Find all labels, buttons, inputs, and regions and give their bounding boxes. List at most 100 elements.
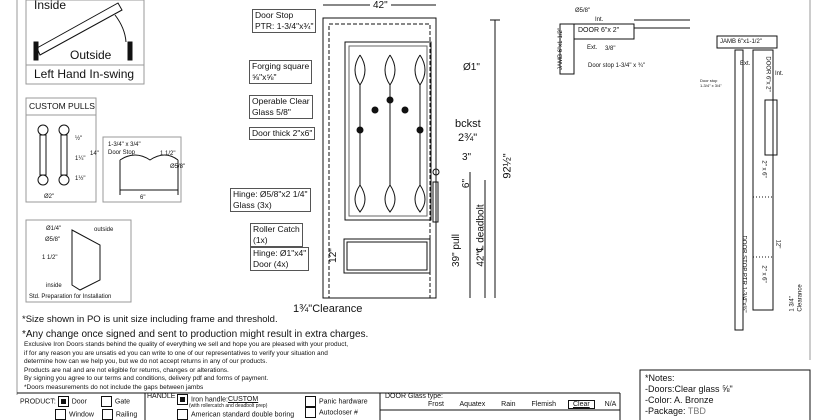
- glass-flemish[interactable]: Flemish: [531, 401, 557, 408]
- dim-3: 3": [462, 152, 472, 163]
- int-label: Int.: [595, 17, 604, 23]
- pull-dim: 14": [90, 151, 99, 157]
- door-stop-callout: Door Stop PTR: 1-3/4"x¾": [252, 9, 317, 33]
- notes-package-value: TBD: [687, 406, 706, 416]
- gate-option: Gate: [114, 398, 131, 406]
- glass-type-label: DOOR Glass type:: [385, 393, 443, 400]
- notes-package-label: -Package:: [645, 406, 688, 416]
- side-door: DOOR 6"x 2": [764, 56, 771, 92]
- roller-callout: Roller Catch (1x): [250, 223, 303, 247]
- door-stop-label: 1-3/4" x 3/4" Door Stop: [108, 142, 141, 156]
- section-jamb: JAMB 6"x1-1/2": [557, 28, 564, 70]
- glass-na[interactable]: N/A: [604, 401, 617, 408]
- side-jamb: JAMB 6"x1-1/2": [720, 39, 762, 45]
- panic-section: Panic hardware Autocloser #: [305, 396, 368, 418]
- swing-caption: Left Hand In-swing: [34, 67, 135, 81]
- prep-inside: inside: [46, 283, 62, 289]
- door-option: Door: [71, 398, 87, 406]
- pull-dim: Ø2": [44, 194, 55, 200]
- change-note: *Any change once signed and sent to prod…: [22, 329, 369, 340]
- prep-outside: outside: [94, 227, 114, 233]
- panel-dim: 12": [327, 248, 339, 263]
- glass-clear-selected[interactable]: Clear: [567, 400, 595, 409]
- stop-label: Door stop 1-3/4" x ¾": [588, 63, 645, 69]
- prep-dim: 1 1/2": [42, 255, 58, 261]
- handle-section: Iron handle:CUSTOM (with rollercatch and…: [177, 394, 294, 420]
- door-height: 92½": [501, 153, 514, 179]
- notes-box: *Notes: -Doors:Clear glass ⅝" -Color: A.…: [645, 373, 733, 417]
- fine-line: By signing you agree to our terms and co…: [24, 375, 269, 382]
- railing-option: Railing: [115, 411, 138, 419]
- side-dim: 2" x 6": [760, 265, 767, 283]
- gate-checkbox[interactable]: [100, 396, 112, 407]
- railing-checkbox[interactable]: [101, 409, 113, 420]
- fine-print: Exclusive Iron Doors stands behind the q…: [24, 341, 348, 392]
- dim: 3/8": [605, 46, 616, 52]
- clearance-label: 1¾"Clearance: [293, 303, 363, 315]
- custom-pulls-title: CUSTOM PULLS: [29, 101, 95, 111]
- hinge-glass-callout: Hinge: Ø5/8"x2 1/4" Glass (3x): [230, 188, 311, 212]
- door-checkbox[interactable]: [57, 396, 69, 407]
- iron-handle-checkbox[interactable]: [177, 394, 188, 405]
- pull-dim: 1½": [75, 176, 86, 182]
- glass-callout: Operable Clear Glass 5/8": [249, 95, 313, 119]
- american-option: American standard double boring: [191, 411, 295, 419]
- stop-dim: Ø5/8": [170, 164, 186, 170]
- pull-dim: 1¼": [75, 156, 86, 162]
- side-dim: 2" x 6": [760, 160, 767, 178]
- notes-title: *Notes:: [645, 373, 675, 383]
- fine-line: Exclusive Iron Doors stands behind the q…: [24, 341, 349, 348]
- side-ptr: DOOR STOP PTR 1-3/4"x¾": [740, 235, 747, 313]
- pull-dim: ½": [75, 136, 83, 142]
- autocloser-option: Autocloser #: [319, 409, 358, 417]
- hinge-door-callout: Hinge: Ø1"x4" Door (4x): [250, 247, 310, 271]
- side-stop: Door stop 1-3/4" x 3/4": [700, 78, 722, 88]
- size-note: *Size shown in PO is unit size including…: [22, 314, 278, 325]
- fine-line: determine how can we help you, but we do…: [24, 358, 268, 365]
- prep-caption: Std. Preparation for Installation: [29, 294, 112, 300]
- ext-label: Ext.: [587, 45, 598, 51]
- dia-label: Ø5/8": [575, 8, 591, 14]
- glass-aquatex[interactable]: Aquatex: [459, 401, 486, 408]
- fine-line: *Doors measurements do not include the g…: [24, 383, 204, 391]
- glass-frost[interactable]: Frost: [428, 401, 444, 408]
- fine-line: if for any reason you are unsatis ed you…: [24, 349, 328, 357]
- side-ext: Ext.: [740, 61, 751, 67]
- window-option: Window: [69, 411, 94, 419]
- american-checkbox[interactable]: [177, 409, 188, 420]
- panic-checkbox[interactable]: [305, 396, 316, 407]
- outside-label: Outside: [70, 48, 112, 62]
- product-section: PRODUCT: Door Gate: [20, 396, 130, 407]
- bckst-value: 2¾": [458, 132, 478, 144]
- autocloser-checkbox[interactable]: [305, 407, 316, 418]
- iron-handle-note: (with rollercatch and deadbolt prep): [189, 403, 268, 409]
- section-door: DOOR 6"x 2": [578, 27, 620, 34]
- bckst-label: bckst: [455, 118, 481, 130]
- glass-options: Frost Aquatex Rain Flemish Clear N/A: [428, 400, 617, 409]
- prep-dim: Ø5/8": [45, 237, 61, 243]
- deadbolt-dim: 42"℄ deadbolt: [475, 204, 487, 267]
- iron-handle-option: Iron handle:: [191, 396, 228, 404]
- dia-label: Ø1": [463, 62, 480, 73]
- thick-callout: Door thick 2"x6": [249, 127, 316, 140]
- iron-handle-value[interactable]: CUSTOM: [227, 396, 259, 404]
- dim-6: 6": [461, 178, 473, 189]
- product-section-row2: Window Railing: [55, 409, 137, 420]
- stop-dim: 6": [140, 195, 146, 201]
- handle-label: HANDLE: [147, 393, 176, 400]
- inside-label: Inside: [34, 0, 67, 12]
- prep-dim: Ø1/4": [46, 226, 62, 232]
- door-width: 42": [370, 0, 391, 11]
- glass-rain[interactable]: Rain: [501, 401, 516, 408]
- side-int: Int.: [775, 71, 784, 77]
- stop-dim: 1 1/2": [160, 151, 176, 157]
- forging-callout: Forging square ⅝"x⅝": [249, 60, 313, 84]
- notes-doors: -Doors:Clear glass ⅝": [645, 384, 733, 394]
- side-clearance: 1 3/4" Clearance: [789, 284, 804, 312]
- pull-dim: 39" pull: [451, 233, 463, 268]
- window-checkbox[interactable]: [55, 409, 66, 420]
- fine-line: Products are nal and are not eligible fo…: [24, 366, 229, 374]
- side-panel: 12": [774, 239, 781, 249]
- product-label: PRODUCT:: [20, 398, 56, 406]
